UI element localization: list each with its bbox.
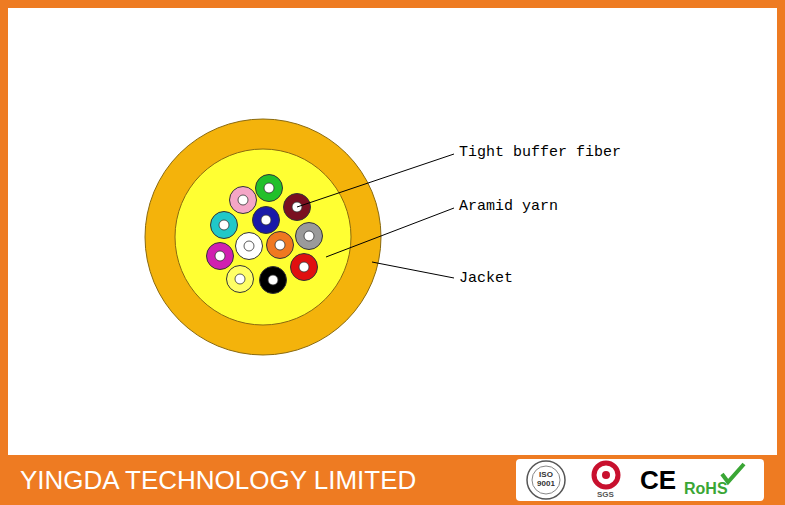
part-name: Aramid yarn	[459, 198, 558, 215]
tight-buffer-fiber	[230, 187, 257, 214]
leader-line	[372, 262, 454, 278]
leader-line	[326, 208, 454, 257]
company-name: YINGDA TECHNOLOGY LIMITED	[20, 465, 416, 496]
tight-buffer-fiber	[253, 207, 280, 234]
fiber-core	[275, 240, 285, 250]
fiber-core	[215, 251, 225, 261]
tight-buffer-fiber	[211, 212, 238, 239]
buffer	[256, 175, 283, 202]
iso-seal	[527, 461, 565, 499]
tight-buffer-fiber	[291, 254, 318, 281]
fiber-core	[299, 262, 309, 272]
part-name: Jacket	[459, 270, 513, 287]
buffer	[236, 233, 263, 260]
seal-ring	[532, 466, 560, 494]
fiber-core	[268, 275, 278, 285]
buffer	[267, 232, 294, 259]
leader-lines	[297, 154, 454, 278]
fiber-core	[235, 274, 245, 284]
tight-buffer-fiber	[260, 267, 287, 294]
fiber-core	[238, 195, 248, 205]
buffer	[227, 266, 254, 293]
buffer	[253, 207, 280, 234]
logo-panel	[516, 459, 764, 501]
leader-line	[297, 154, 454, 207]
tight-buffer-fiber	[296, 223, 323, 250]
tight-buffer-fiber	[227, 266, 254, 293]
footer-band: YINGDA TECHNOLOGY LIMITED	[0, 455, 510, 505]
tight-buffer-fiber	[207, 243, 234, 270]
jacket	[145, 119, 381, 355]
tight-buffer-fiber	[267, 232, 294, 259]
buffer	[211, 212, 238, 239]
fiber-core	[244, 241, 254, 251]
tight-buffer-fiber	[256, 175, 283, 202]
sgs-logo	[594, 463, 618, 487]
sgs-ring	[594, 463, 618, 487]
iso-mark: ISO 9001	[531, 471, 561, 489]
buffer	[207, 243, 234, 270]
ce-mark: CE	[640, 465, 676, 496]
sgs-mark: SGS	[597, 490, 614, 499]
fiber-core	[304, 231, 314, 241]
tight-buffer-fiber	[236, 233, 263, 260]
part-name: Tight buffer fiber	[459, 144, 621, 161]
sgs-dot	[602, 471, 610, 479]
rohs-check	[722, 464, 744, 482]
aramid-yarn	[175, 149, 351, 325]
fiber-core	[219, 220, 229, 230]
rohs-mark: RoHS	[684, 480, 728, 498]
buffer	[230, 187, 257, 214]
seal-ring	[527, 461, 565, 499]
fiber-group	[207, 175, 323, 294]
buffer	[291, 254, 318, 281]
fiber-core	[264, 183, 274, 193]
canvas	[8, 8, 777, 455]
buffer	[296, 223, 323, 250]
fiber-core	[261, 215, 271, 225]
buffer	[260, 267, 287, 294]
